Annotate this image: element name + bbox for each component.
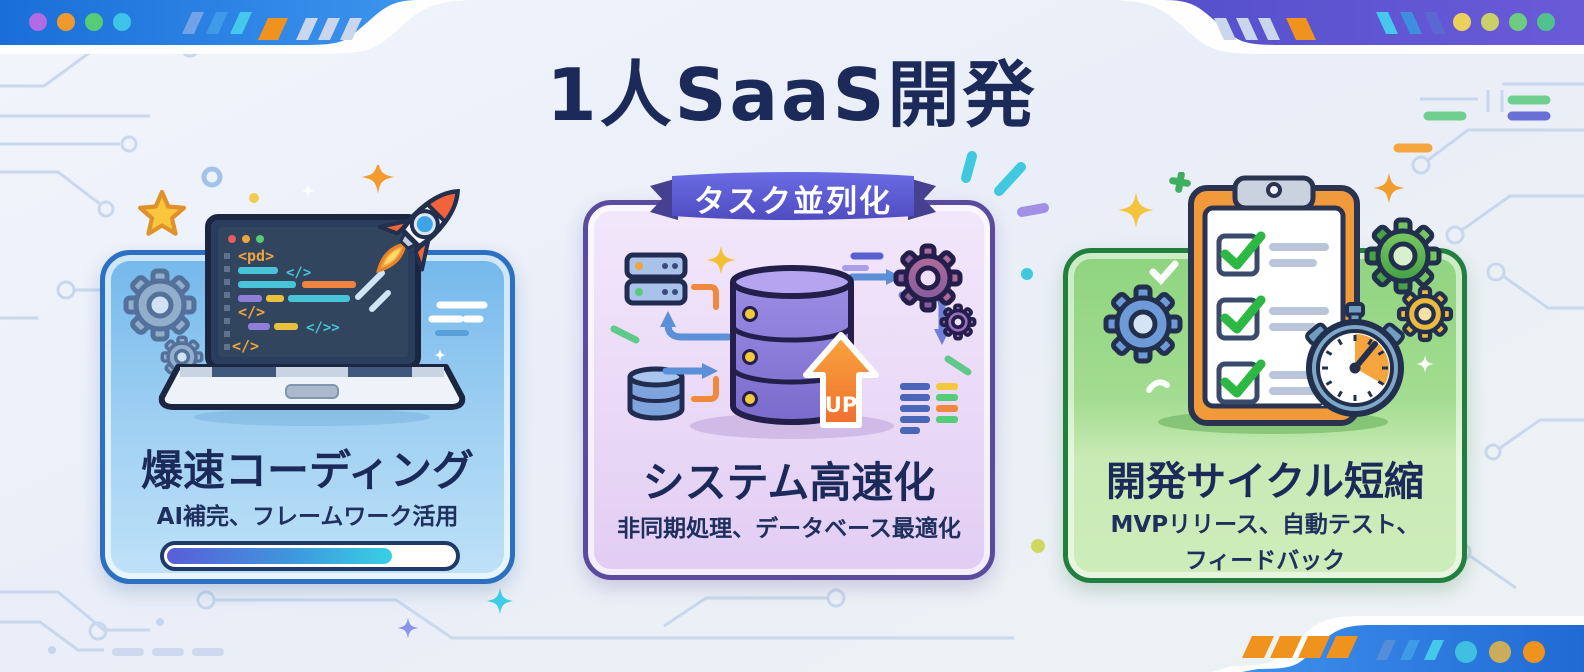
bottom-right-accent-bar: [1212, 616, 1584, 672]
star-icon: [140, 192, 184, 234]
up-label: UP: [825, 393, 857, 417]
trace-dot: [156, 618, 164, 626]
code-token: </>: [232, 337, 259, 355]
ribbon-badge: タスク並列化: [648, 168, 938, 226]
clipboard-illustration: [1103, 172, 1454, 434]
sparkle-icon: [1373, 172, 1405, 204]
page-title: 1人SaaS開発: [546, 53, 1038, 137]
gear-icon: [123, 268, 204, 379]
line-numbers: [224, 253, 230, 350]
slash-icons: [1214, 12, 1446, 40]
sparkle-icon: [361, 165, 395, 194]
progress-fill: [167, 548, 392, 564]
stopwatch-icon: [1305, 302, 1405, 417]
sparkle-icon: [1118, 192, 1154, 228]
yellow-dot: [249, 193, 259, 203]
card-title: システム高速化: [642, 458, 936, 507]
window-dots: [29, 13, 131, 31]
purple-dashes: [842, 252, 884, 271]
server-icon: [624, 252, 688, 306]
card-subtitle-line1: MVPリリース、自動テスト、: [1110, 512, 1420, 538]
list-lines-icon: [900, 383, 958, 434]
small-database-icon: [627, 366, 685, 421]
gear-icon: [1103, 217, 1454, 364]
plus-icon: [1169, 172, 1191, 193]
card-subtitle: AI補完、フレームワーク活用: [156, 504, 459, 530]
ring-icon: [201, 166, 223, 188]
code-token: </>>: [306, 320, 340, 336]
card-title: 爆速コーディング: [140, 446, 475, 495]
window-dots: [1453, 13, 1555, 31]
code-token: </>: [286, 265, 311, 281]
up-arrow-icon: UP: [803, 332, 879, 428]
ribbon-label: タスク並列化: [694, 184, 892, 220]
code-token: </>: [238, 303, 265, 321]
gear-icon: [893, 243, 977, 341]
squiggle-sparkle: [1146, 379, 1170, 393]
code-token: <pd>: [238, 247, 274, 265]
green-dashes: [610, 325, 972, 376]
sparkle-icon: [1416, 355, 1434, 373]
rocket-icon: [355, 188, 461, 312]
text-lines-icon: [428, 301, 488, 336]
color-dashes: [961, 95, 1551, 217]
card-subtitle-line2: フィードバック: [1184, 548, 1346, 574]
code-lines: <pd> </> </> </>> </>: [232, 247, 356, 355]
laptop-shadow: [194, 408, 430, 426]
lime-dot: [1031, 539, 1045, 553]
laptop-rocket-illustration: <pd> </> </> </>> </>: [123, 165, 488, 426]
trace-dot: [48, 646, 56, 654]
laptop-icon: <pd> </> </> </>> </>: [158, 214, 466, 410]
sparkle-icon: [397, 617, 419, 639]
progress-bar: [160, 541, 460, 571]
sparkle-icon: [301, 184, 315, 198]
ribbon-shape: [650, 172, 936, 220]
sparkle-icon: [433, 348, 447, 362]
slash-icons: [182, 12, 362, 40]
top-left-accent-bar: [0, 0, 468, 54]
top-right-accent-bar: [1116, 0, 1584, 54]
check-sparkle: [1149, 260, 1179, 286]
sparkle-icon: [706, 245, 736, 275]
slash-icons: [1242, 636, 1444, 660]
database-illustration: UP: [610, 243, 977, 439]
card-title: 開発サイクル短縮: [1106, 459, 1424, 505]
card-subtitle: 非同期処理、データベース最適化: [617, 516, 961, 542]
accent-dots: [1455, 641, 1545, 663]
sparkle-icon: [486, 587, 514, 615]
cyan-dot: [1021, 268, 1033, 280]
checklist-icon: [1216, 231, 1329, 405]
